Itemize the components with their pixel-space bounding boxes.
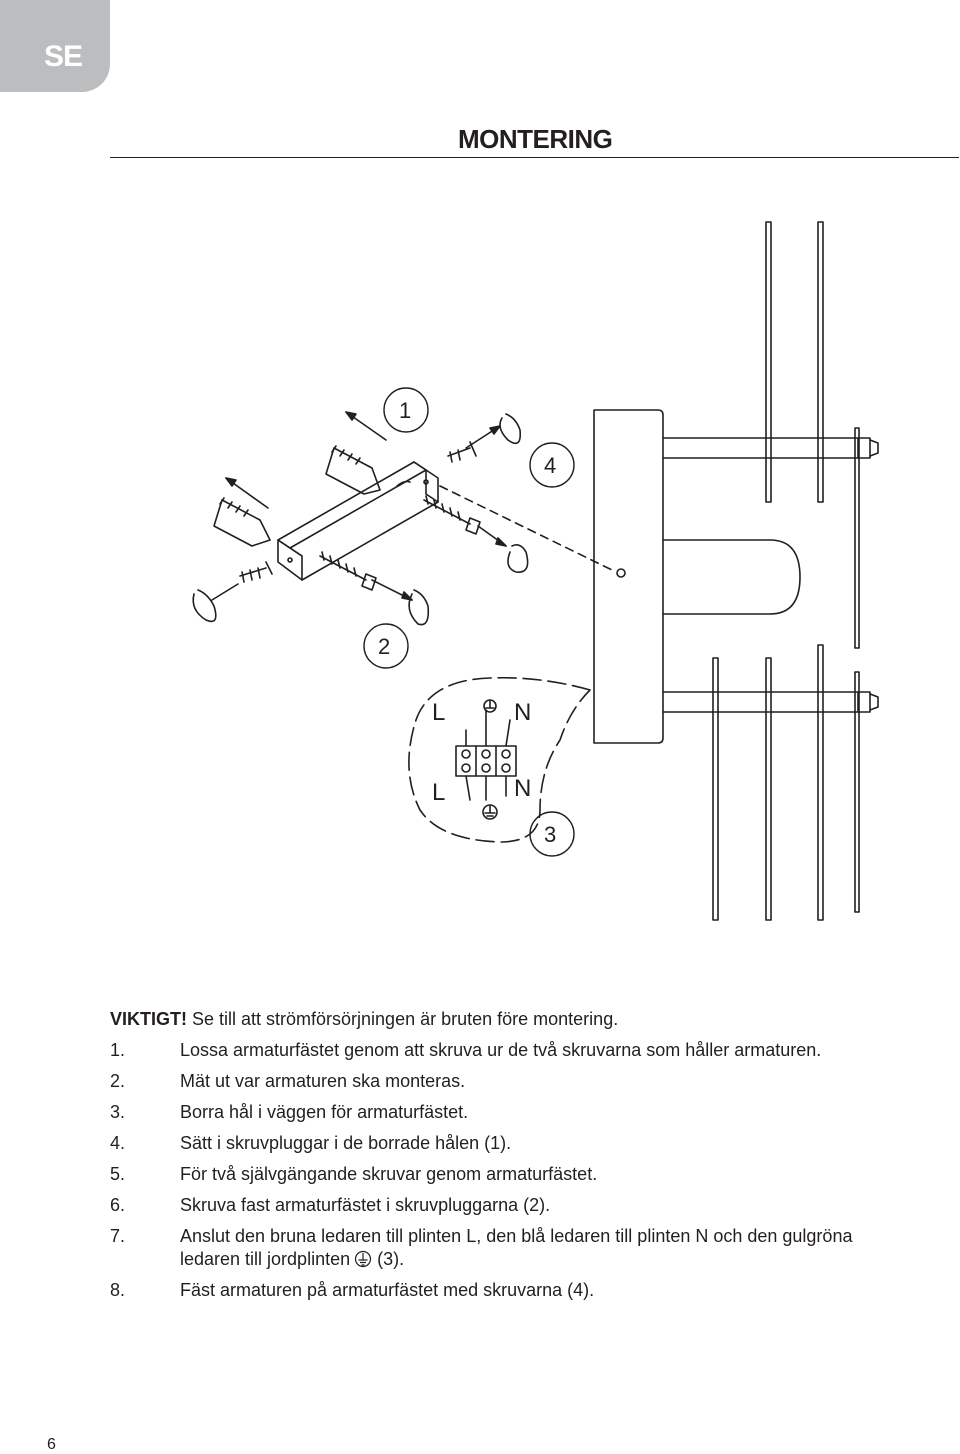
rotate-arrow-icon [192,413,529,626]
callout-3: 3 [544,822,556,847]
instructions: VIKTIGT! Se till att strömförsörjningen … [110,1008,910,1310]
ground-icon [355,1250,372,1268]
page-title: MONTERING [458,124,613,154]
step-1: 1.Lossa armaturfästet genom att skruva u… [110,1040,822,1060]
callout-4: 4 [544,453,556,478]
terminal-label-l-top: L [432,699,445,726]
steps-list: 1.Lossa armaturfästet genom att skruva u… [110,1039,910,1302]
screw-icon [239,441,481,591]
step-6: 6.Skruva fast armaturfästet i skruvplugg… [110,1195,551,1215]
step-2: 2.Mät ut var armaturen ska monteras. [110,1071,466,1091]
mounting-bracket-icon [277,461,439,581]
step-8: 8.Fäst armaturen på armaturfästet med sk… [110,1280,595,1300]
language-code: SE [44,40,83,73]
terminal-label-n-top: N [514,699,531,726]
terminal-label-n-bottom: N [514,775,531,802]
callout-1: 1 [399,398,411,423]
terminal-label-l-bottom: L [432,779,445,806]
title-divider [110,157,959,158]
warning-note: VIKTIGT! Se till att strömförsörjningen … [110,1008,910,1031]
mounting-diagram: 1 4 2 3 L N L N [192,221,879,921]
language-tab: SE [0,0,110,92]
warning-text: Se till att strömförsörjningen är bruten… [187,1009,619,1029]
terminal-block-icon [455,709,517,801]
wall-plug-icon [213,445,381,547]
callout-2: 2 [378,634,390,659]
step-5: 5.För två självgängande skruvar genom ar… [110,1164,598,1184]
warning-label: VIKTIGT! [110,1009,187,1029]
step-7: 7.Anslut den bruna ledaren till plinten … [110,1226,853,1269]
ground-icon [482,699,498,820]
step-4: 4.Sätt i skruvpluggar i de borrade hålen… [110,1133,512,1153]
lamp-fixture-icon [593,221,879,921]
step-3: 3.Borra hål i väggen för armaturfästet. [110,1102,469,1122]
page-number: 6 [47,1436,56,1453]
